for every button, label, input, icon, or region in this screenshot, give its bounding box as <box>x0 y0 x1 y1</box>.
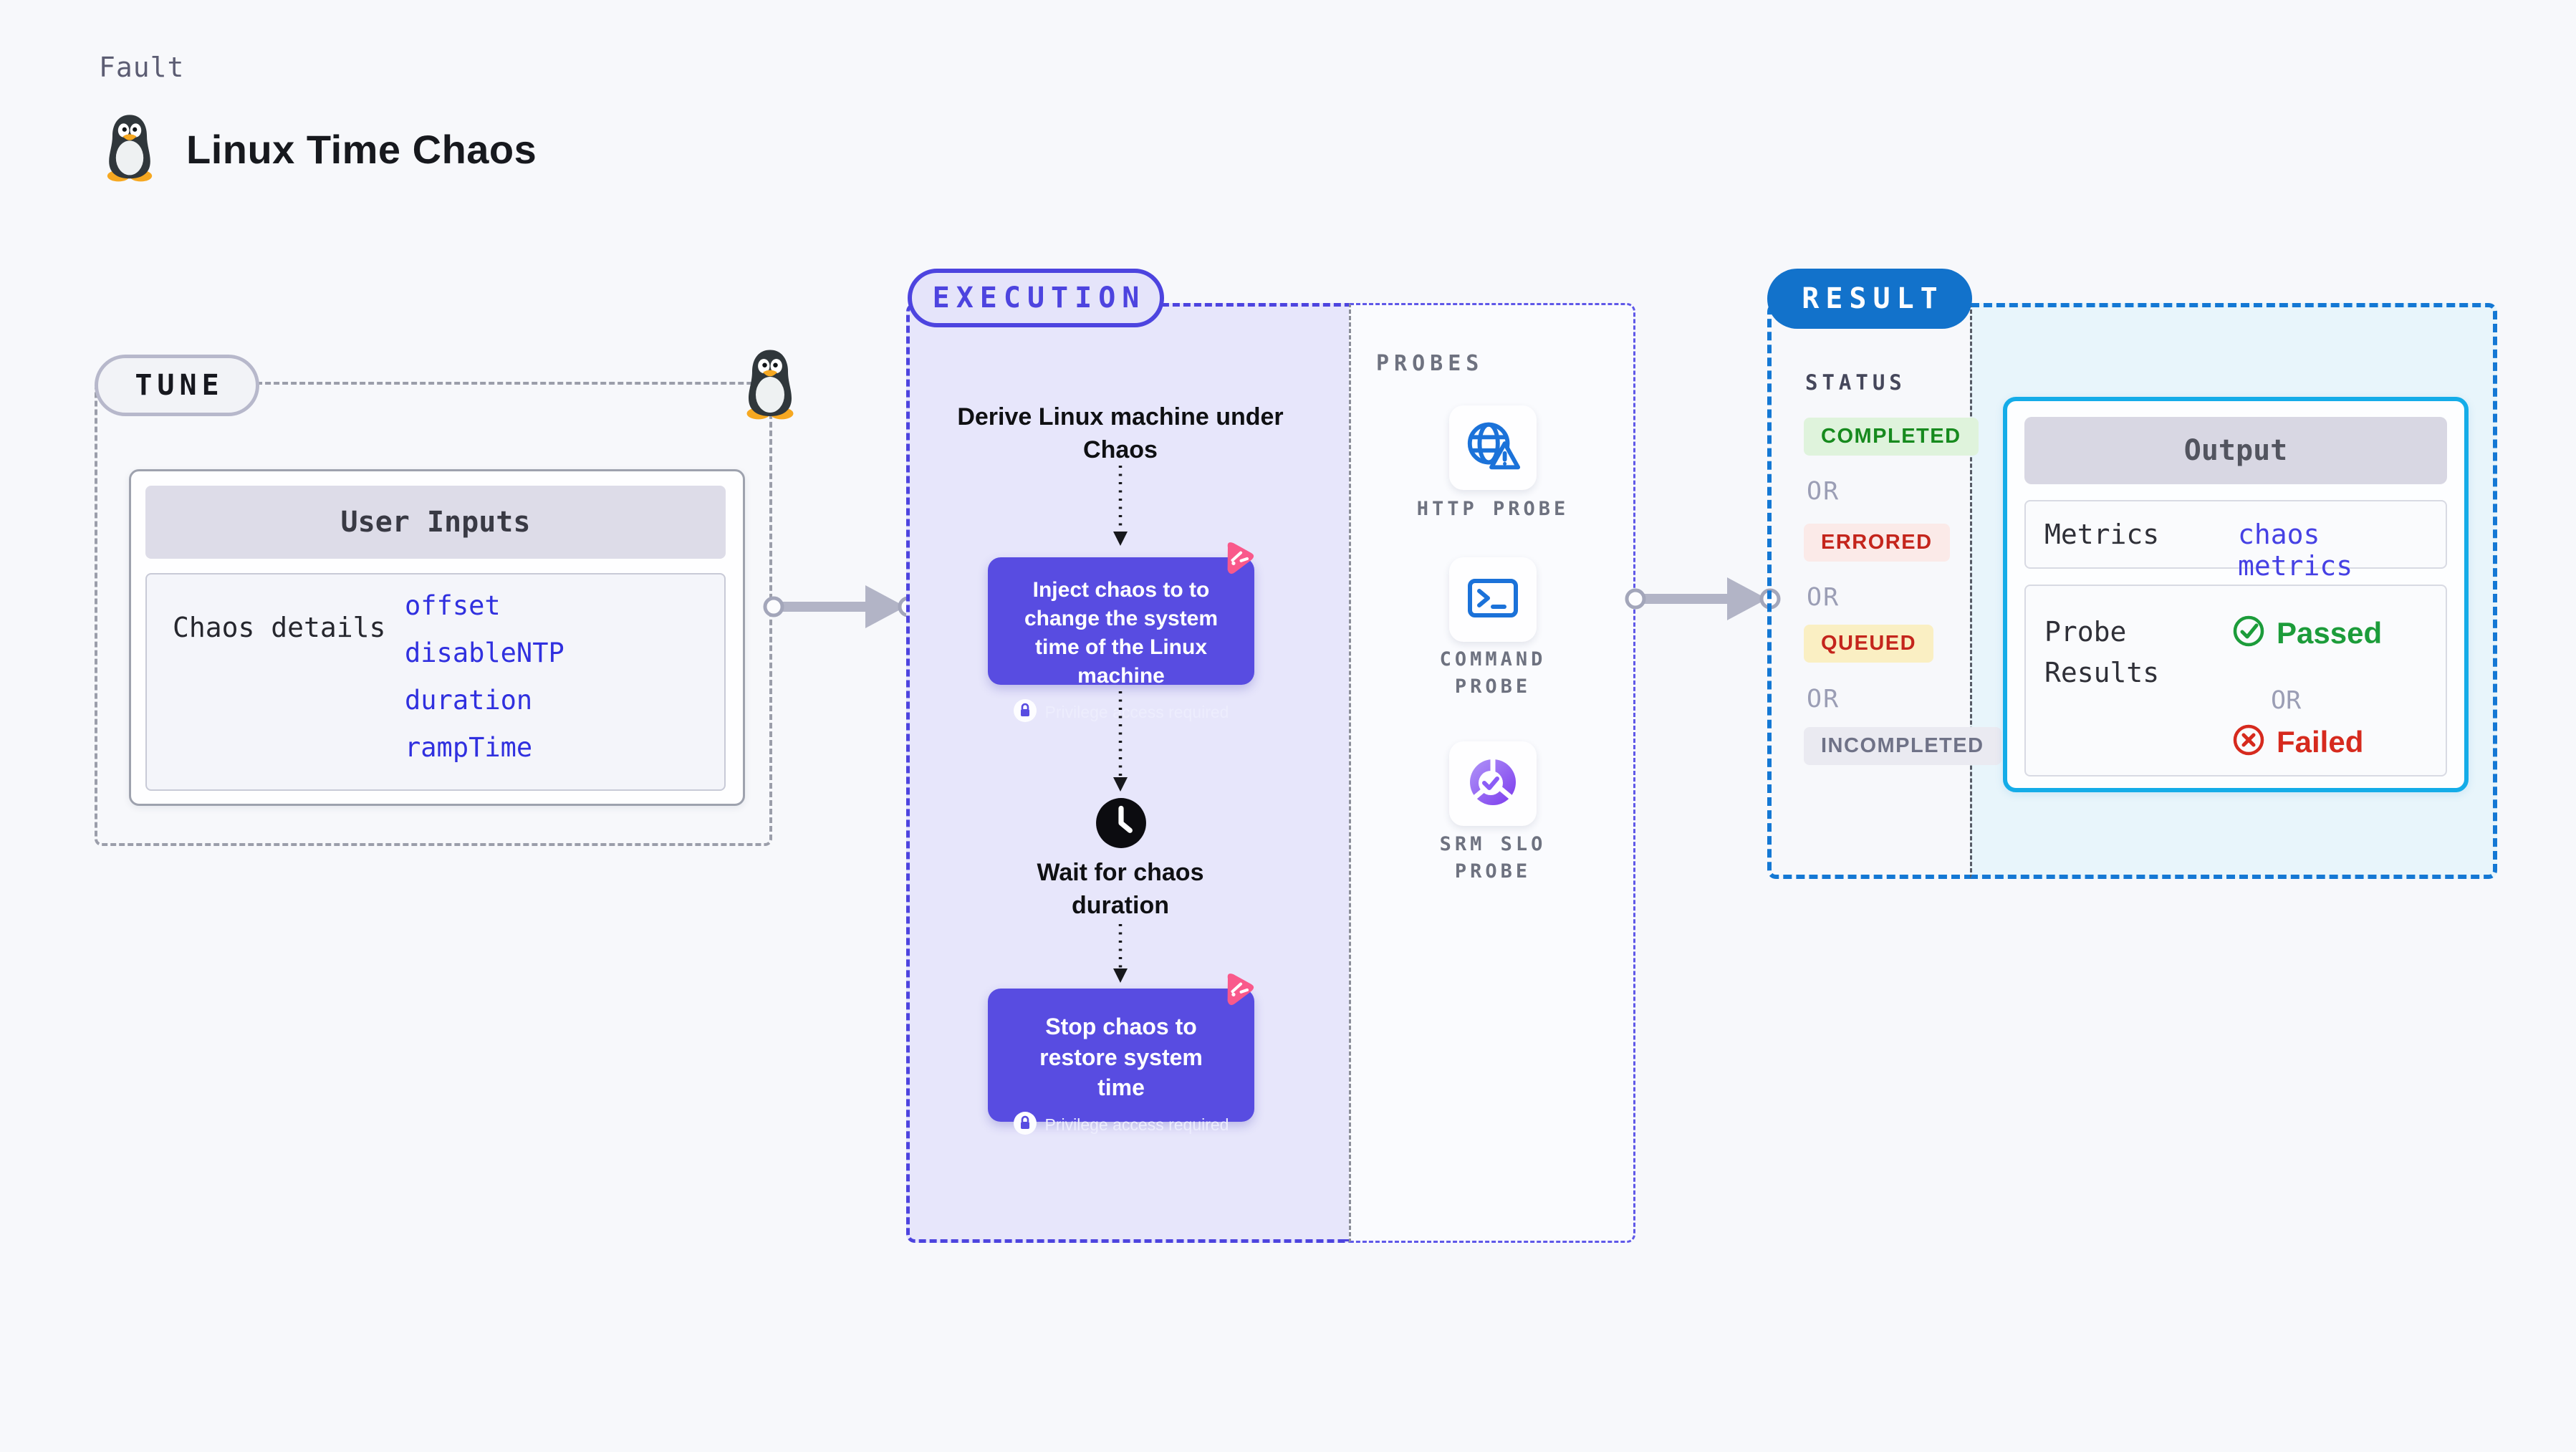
srm-slo-probe-label: SRM SLO PROBE <box>1439 833 1547 883</box>
execution-pill: EXECUTION <box>908 269 1164 327</box>
privilege-note-text: Privilege access required <box>1044 1115 1229 1135</box>
tune-to-execution-arrow <box>763 585 919 628</box>
clock-icon <box>1095 797 1148 853</box>
flow-arrow-down <box>1113 924 1128 983</box>
or-separator: OR <box>1807 685 1840 713</box>
probe-results-label: Probe Results <box>2044 616 2160 688</box>
lock-icon <box>1013 1111 1037 1139</box>
srm-slo-probe-card <box>1449 741 1537 826</box>
page-title-row: Linux Time Chaos <box>102 113 537 186</box>
status-label: STATUS <box>1805 370 1906 395</box>
probes-section-label: PROBES <box>1376 351 1484 376</box>
probe-results-row: Probe Results Passed OR Failed <box>2024 585 2447 777</box>
lock-icon <box>1013 698 1037 726</box>
flow-arrow-down <box>1113 691 1128 792</box>
page-title: Linux Time Chaos <box>186 127 537 172</box>
chaos-logo-icon <box>1218 539 1256 581</box>
x-circle-icon <box>2232 723 2265 760</box>
status-badge-completed: COMPLETED <box>1804 418 1979 456</box>
probes-to-result-arrow <box>1625 577 1781 620</box>
tux-penguin-icon <box>741 348 799 423</box>
result-pill: RESULT <box>1767 269 1972 329</box>
privilege-note-row: Privilege access required <box>988 1111 1254 1139</box>
param-link-disablentp[interactable]: disableNTP <box>405 638 564 668</box>
chaos-logo-icon <box>1218 970 1256 1012</box>
http-probe-label: HTTP PROBE <box>1416 498 1570 520</box>
chaos-params-list: offset disableNTP duration rampTime <box>405 590 564 764</box>
inject-chaos-text: Inject chaos to to change the system tim… <box>1024 578 1219 688</box>
command-probe-card <box>1449 557 1537 642</box>
stop-chaos-step: Stop chaos to restore system time Privil… <box>988 989 1254 1135</box>
command-probe-label: COMMAND PROBE <box>1439 648 1547 698</box>
status-badge-incompleted: INCOMPLETED <box>1804 727 2001 765</box>
status-badge-errored: ERRORED <box>1804 524 1950 562</box>
http-probe-card <box>1449 405 1537 490</box>
terminal-icon <box>1464 569 1522 630</box>
globe-alert-icon <box>1464 418 1522 479</box>
passed-label: Passed <box>2277 615 2383 650</box>
chaos-metrics-link[interactable]: chaos metrics <box>2238 519 2353 582</box>
passed-verdict-row: Passed <box>2232 615 2382 651</box>
or-separator: OR <box>2271 686 2302 715</box>
tune-pill: TUNE <box>95 355 259 416</box>
output-header: Output <box>2024 417 2447 484</box>
tux-penguin-icon <box>102 113 158 186</box>
user-inputs-card: User Inputs Chaos details offset disable… <box>129 469 745 806</box>
fault-eyebrow: Fault <box>99 52 185 83</box>
check-circle-icon <box>2232 615 2265 651</box>
output-card: Output Metrics chaos metrics Probe Resul… <box>2003 397 2469 792</box>
user-inputs-body: Chaos details offset disableNTP duration… <box>145 573 726 791</box>
param-link-ramptime[interactable]: rampTime <box>405 732 533 763</box>
inject-chaos-step: Inject chaos to to change the system tim… <box>988 557 1254 722</box>
wait-duration-label: Wait for chaos duration <box>1037 859 1204 919</box>
flow-arrow-down <box>1113 466 1128 546</box>
stop-chaos-text: Stop chaos to restore system time <box>1039 1014 1203 1101</box>
privilege-note-row: Privilege access required <box>988 698 1254 726</box>
privilege-note-text: Privilege access required <box>1044 703 1229 722</box>
param-link-duration[interactable]: duration <box>405 685 533 716</box>
chaos-details-label: Chaos details <box>173 612 386 643</box>
metrics-row: Metrics chaos metrics <box>2024 500 2447 582</box>
param-link-offset[interactable]: offset <box>405 590 501 621</box>
metrics-label: Metrics <box>2044 519 2160 550</box>
derive-machine-label: Derive Linux machine under Chaos <box>957 403 1284 463</box>
slo-pie-check-icon <box>1464 754 1522 814</box>
user-inputs-header: User Inputs <box>145 486 726 559</box>
or-separator: OR <box>1807 477 1840 506</box>
status-badge-queued: QUEUED <box>1804 625 1934 663</box>
failed-label: Failed <box>2277 724 2364 759</box>
or-separator: OR <box>1807 583 1840 612</box>
failed-verdict-row: Failed <box>2232 723 2363 760</box>
